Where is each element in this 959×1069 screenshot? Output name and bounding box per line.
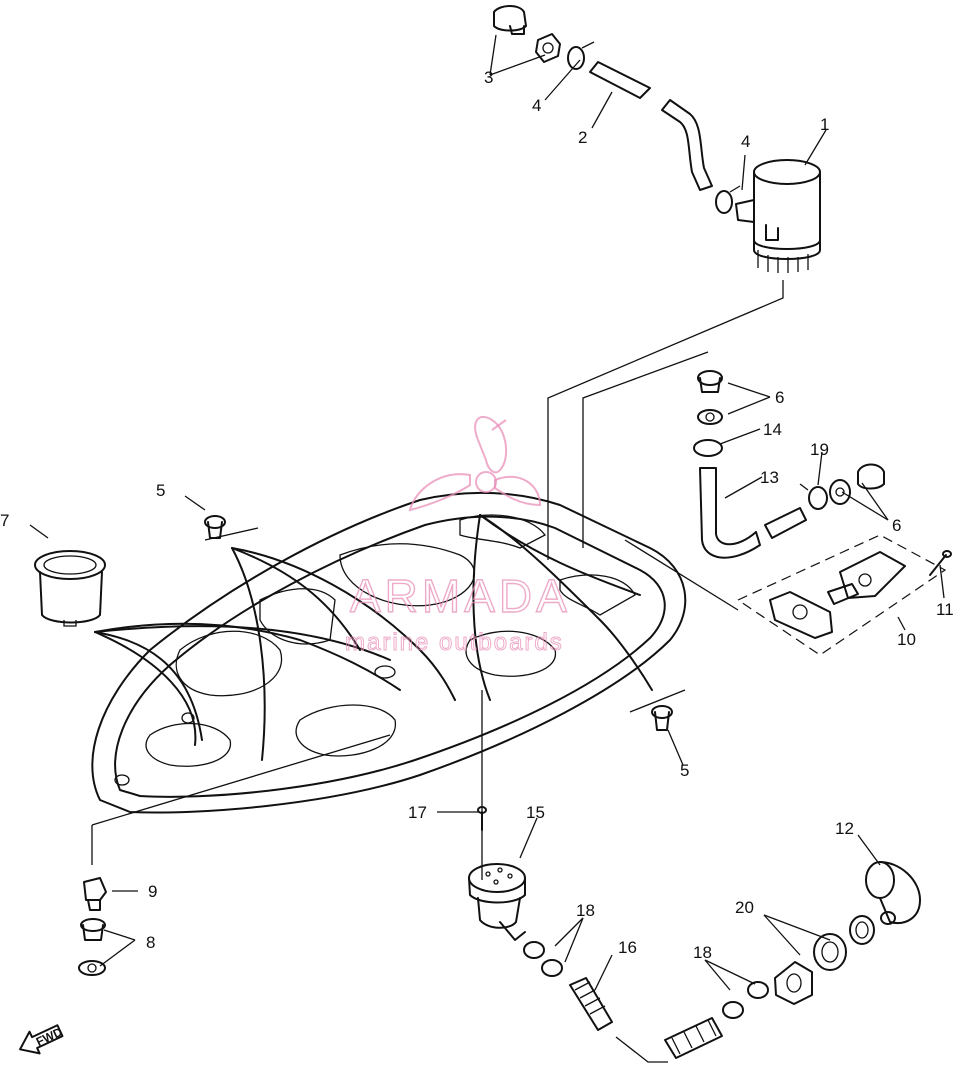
callout-4b: 4	[741, 132, 750, 151]
cup-holder	[34, 550, 106, 627]
screw-11	[929, 550, 952, 576]
callout-11: 11	[936, 600, 954, 619]
callout-14: 14	[763, 420, 782, 439]
callout-5b: 5	[680, 761, 689, 780]
fitting-6b	[829, 463, 885, 505]
callout-8: 8	[146, 933, 155, 952]
fitting-6a	[697, 370, 723, 425]
callout-10: 10	[897, 630, 916, 649]
watermark-tagline: marine outboards	[345, 629, 564, 656]
callout-19: 19	[810, 440, 829, 459]
hose-clamp-19	[799, 483, 828, 510]
watermark: ARMADA marine outboards	[345, 415, 571, 657]
callout-13: 13	[760, 468, 779, 487]
callout-labels: 1 2 3 4 4 5 5 6 6 7 8 9 10 11 12 13 14 1…	[0, 68, 954, 962]
hose-clamp-18b	[722, 981, 769, 1019]
elbow-fitting-12	[865, 861, 921, 925]
callout-7: 7	[0, 511, 9, 530]
wire-harness	[94, 514, 653, 761]
hose-13	[699, 467, 807, 559]
grommet-5a	[204, 515, 226, 539]
fitting-nut-3	[493, 5, 561, 63]
plug-9	[83, 877, 107, 911]
callout-15: 15	[526, 803, 545, 822]
callout-17: 17	[408, 803, 427, 822]
callout-1: 1	[820, 115, 829, 134]
watermark-brand: ARMADA	[350, 570, 571, 622]
switch-assembly-box	[736, 534, 947, 656]
drain-plug-8	[78, 918, 106, 976]
callout-5a: 5	[156, 481, 165, 500]
callout-3: 3	[484, 68, 493, 87]
hose	[589, 61, 713, 191]
hose-clamp-4a	[567, 41, 595, 70]
callout-18b: 18	[693, 943, 712, 962]
callout-6a: 6	[775, 388, 784, 407]
hose-16	[569, 977, 723, 1059]
bilge-pump	[735, 159, 821, 273]
callout-9: 9	[148, 882, 157, 901]
fwd-arrow-icon: FWD	[19, 1024, 65, 1055]
leader-lines	[29, 34, 945, 1063]
screw-17	[477, 806, 487, 831]
callout-2: 2	[578, 128, 587, 147]
hull-deck	[91, 491, 687, 814]
watermark-logo-icon	[408, 415, 542, 512]
hose-clamp-14	[693, 439, 723, 457]
callout-18a: 18	[576, 901, 595, 920]
grommet-5b	[651, 705, 673, 731]
callout-20: 20	[735, 898, 754, 917]
hose-clamp-4b	[715, 185, 741, 214]
fwd-label: FWD	[34, 1025, 65, 1049]
hose-clamp-18a	[523, 941, 563, 977]
callout-6b: 6	[892, 516, 901, 535]
callout-12: 12	[835, 819, 854, 838]
callout-16: 16	[618, 938, 637, 957]
callout-4a: 4	[532, 96, 541, 115]
strainer-15	[468, 863, 526, 941]
nut-washer-20	[774, 915, 875, 1005]
switch-bracket-10	[769, 551, 906, 639]
